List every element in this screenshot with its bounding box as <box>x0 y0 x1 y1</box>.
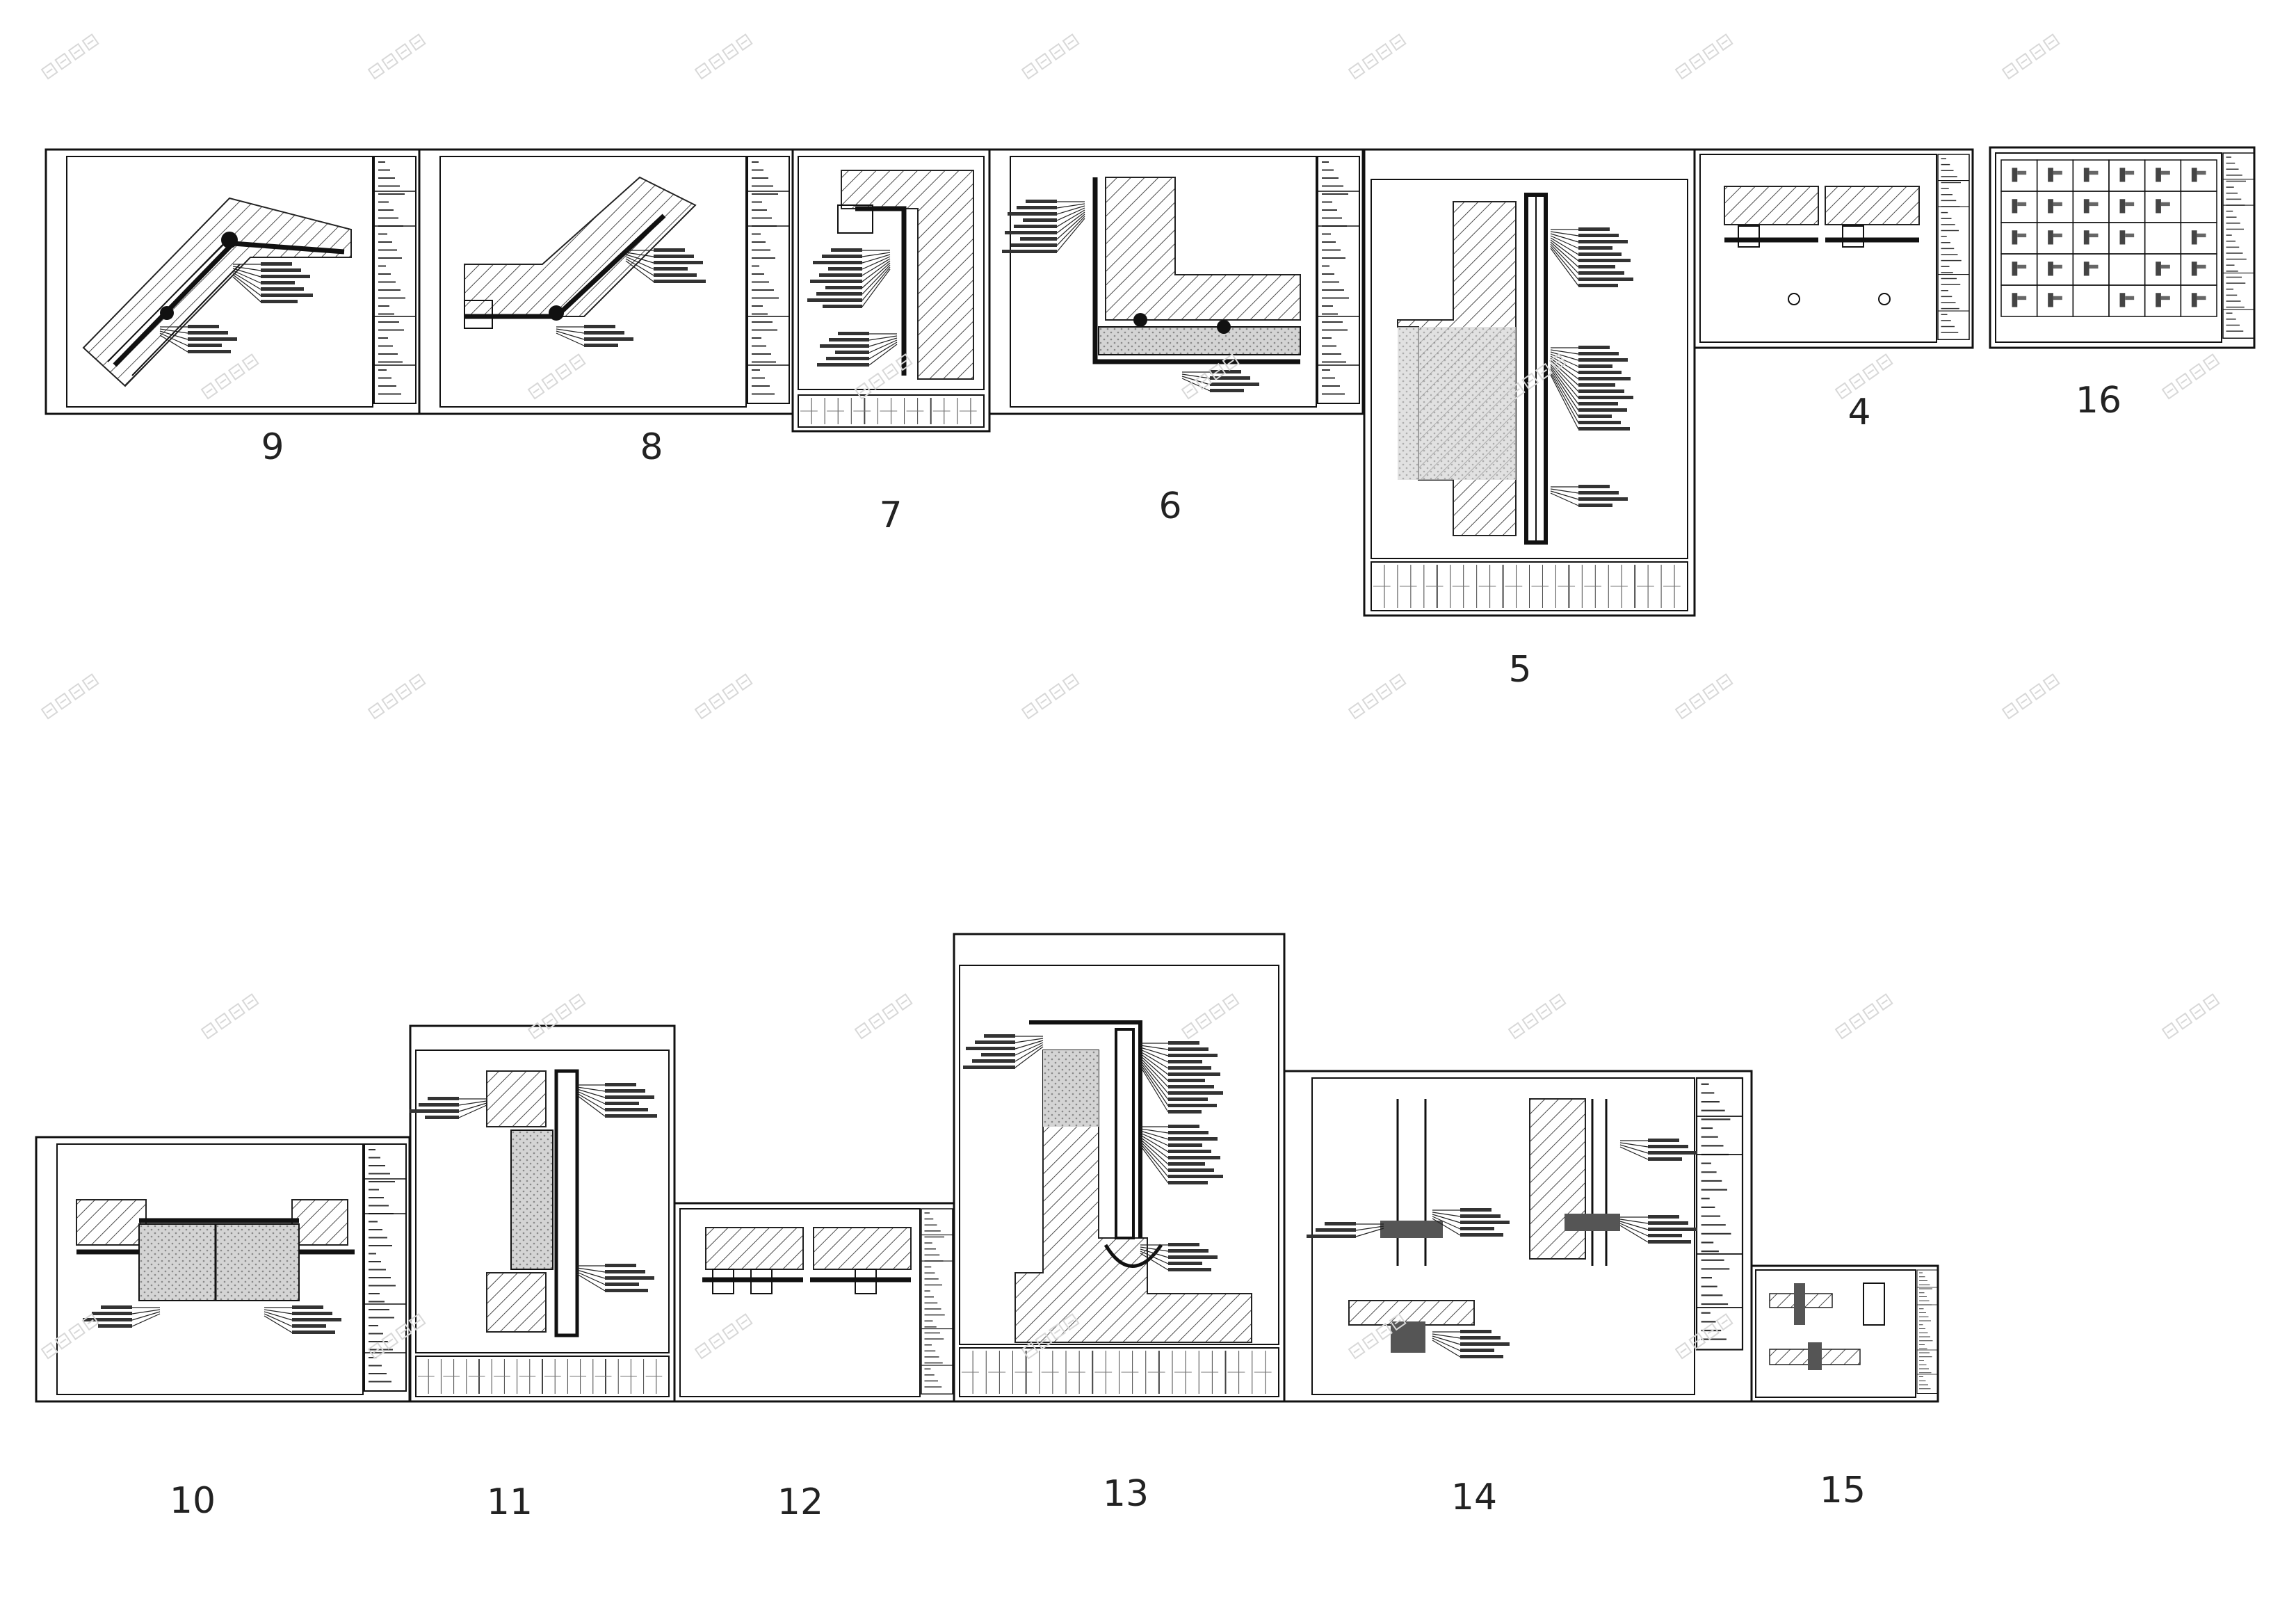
watermark-mark <box>367 673 426 720</box>
watermark-mark <box>200 353 259 400</box>
sheet-number-10: 10 <box>170 1480 216 1522</box>
sheet-5 <box>1363 148 1696 617</box>
title-block <box>747 156 790 404</box>
title-block <box>1317 156 1360 404</box>
sheet-number-13: 13 <box>1103 1473 1149 1515</box>
title-block <box>1937 154 1970 340</box>
sheet-number-11: 11 <box>487 1481 533 1523</box>
watermark-mark <box>854 993 913 1040</box>
sheet-number-12: 12 <box>777 1481 823 1523</box>
sheet-9 <box>45 148 421 415</box>
watermark-mark <box>1181 993 1240 1040</box>
sheet-number-labels: 9 8 7 6 5 4 16 10 11 12 13 14 15 <box>170 380 2121 1523</box>
sheet-number-16: 16 <box>2076 380 2121 421</box>
watermark-mark <box>2001 33 2060 80</box>
sheet-number-5: 5 <box>1508 649 1531 691</box>
sheet-number-9: 9 <box>261 426 284 468</box>
watermark-mark <box>1507 353 1567 400</box>
title-block <box>373 156 417 404</box>
sheet-7 <box>791 148 991 433</box>
sheet-10 <box>35 1136 411 1403</box>
watermark-mark <box>2001 673 2060 720</box>
title-strip <box>418 1359 663 1394</box>
sheet-13 <box>953 933 1286 1403</box>
sheet-number-7: 7 <box>879 495 902 536</box>
title-block <box>364 1143 407 1392</box>
sheet-11 <box>409 1024 676 1403</box>
watermark-mark <box>1674 33 1733 80</box>
watermark-mark <box>40 1313 99 1360</box>
watermark-mark <box>1021 33 1080 80</box>
sheet-number-6: 6 <box>1158 485 1181 527</box>
sheet-6 <box>988 148 1364 415</box>
watermark-mark <box>1834 353 1893 400</box>
title-block <box>1916 1269 1939 1394</box>
sheet-12 <box>673 1202 955 1403</box>
title-strip <box>962 1351 1272 1394</box>
title-block <box>1695 1077 1744 1351</box>
sheet-16 <box>1989 146 2256 349</box>
title-block <box>2222 152 2255 339</box>
sheet-15 <box>1750 1264 1939 1403</box>
watermark-mark <box>2161 353 2220 400</box>
watermark-mark <box>1021 673 1080 720</box>
watermark-mark <box>2161 993 2220 1040</box>
watermark-mark <box>1181 353 1240 400</box>
watermark-mark <box>1507 993 1567 1040</box>
sheet-8 <box>418 148 794 415</box>
sheet-14 <box>1283 1070 1753 1403</box>
watermark-mark <box>1674 673 1733 720</box>
detail-index-grid <box>2000 159 2217 317</box>
watermark-mark <box>367 1313 426 1360</box>
watermark-mark <box>1348 1313 1407 1360</box>
title-strip <box>800 398 977 424</box>
watermark-mark <box>1021 1313 1080 1360</box>
watermark-mark <box>1674 1313 1733 1360</box>
sheet-number-4: 4 <box>1848 392 1870 433</box>
watermark-mark <box>1348 33 1407 80</box>
sheet-number-8: 8 <box>640 426 663 468</box>
title-strip <box>1373 565 1681 608</box>
watermark-mark <box>694 1313 753 1360</box>
watermark-mark <box>1834 993 1893 1040</box>
sheet-4 <box>1693 148 1974 349</box>
watermark-mark <box>200 993 259 1040</box>
watermark-mark <box>367 33 426 80</box>
watermark-mark <box>527 993 586 1040</box>
sheet-number-14: 14 <box>1451 1477 1497 1518</box>
watermark-mark <box>694 33 753 80</box>
watermark-mark <box>854 353 913 400</box>
watermark-mark <box>1348 673 1407 720</box>
watermark-layer <box>40 33 2220 1360</box>
sheet-number-15: 15 <box>1820 1470 1866 1511</box>
watermark-mark <box>40 33 99 80</box>
watermark-mark <box>40 673 99 720</box>
title-block <box>921 1208 953 1394</box>
watermark-mark <box>527 353 586 400</box>
watermark-mark <box>694 673 753 720</box>
